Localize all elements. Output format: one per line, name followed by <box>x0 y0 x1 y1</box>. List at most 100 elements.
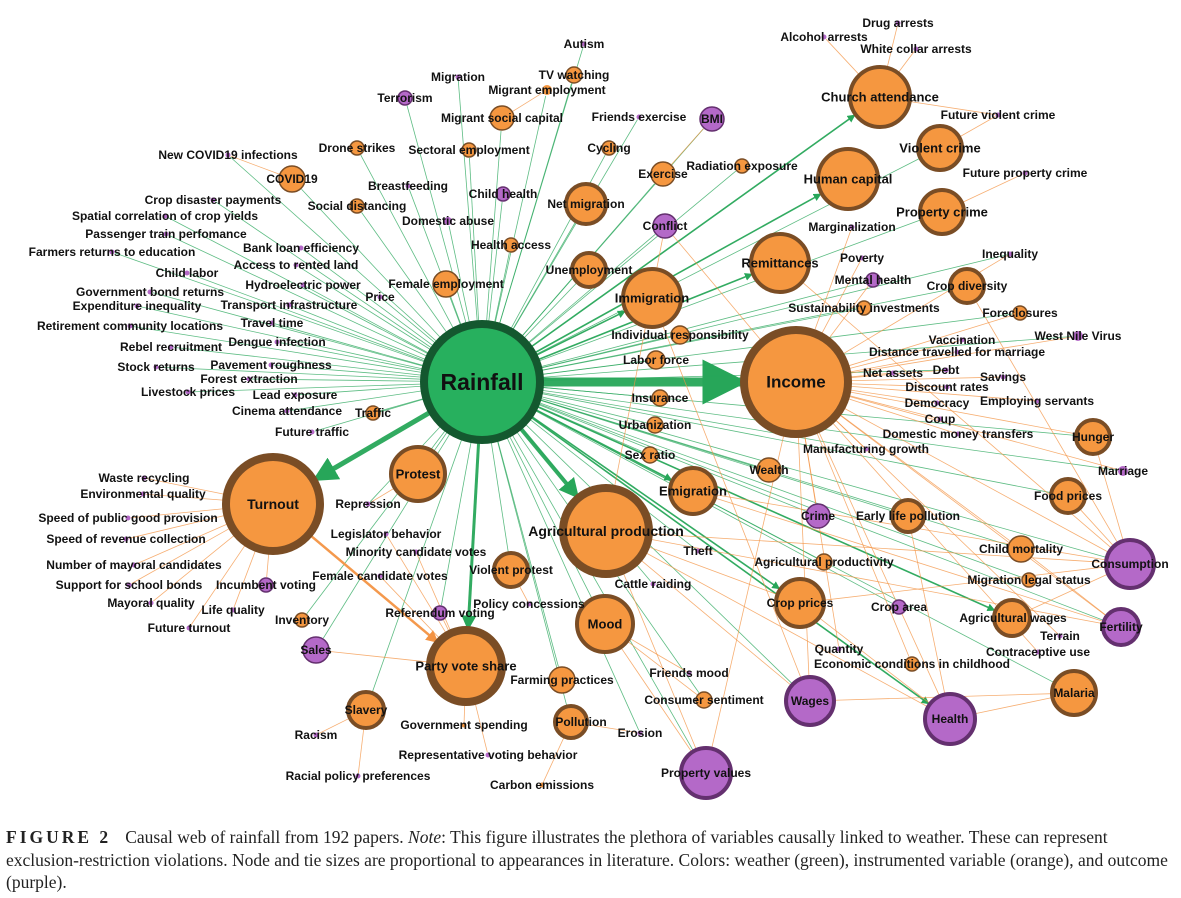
node-circle-church <box>848 65 912 129</box>
node-circle-traveltime <box>269 320 275 326</box>
node-futureviolent: Future violent crime <box>941 108 1056 122</box>
node-retirement: Retirement community locations <box>37 319 223 333</box>
edge-turnout-partyvote <box>308 533 439 644</box>
node-coup: Coup <box>925 412 956 426</box>
edge-agprod-wages <box>638 558 792 686</box>
node-circle-farmersreturns <box>109 249 115 255</box>
node-label-econcond: Economic conditions in childhood <box>814 657 1010 671</box>
edge-rainfall-autism <box>498 46 584 327</box>
edge-rainfall-cinema <box>289 390 425 411</box>
node-circle-rebel <box>168 344 174 350</box>
node-circle-conflict <box>652 213 678 239</box>
node-circle-price <box>377 294 383 300</box>
node-label-friendsmood: Friends mood <box>649 666 728 680</box>
node-distmarriage: Distance travelled for marriage <box>869 345 1045 359</box>
edge-income-wages <box>797 433 810 677</box>
node-partyvote: Party vote share <box>415 626 517 706</box>
edge-rainfall-leadexp <box>297 385 425 396</box>
node-agprod: Agricultural production <box>528 484 684 578</box>
node-label-rainfall: Rainfall <box>440 369 523 395</box>
node-label-netmig: Net migration <box>547 197 624 211</box>
node-label-dengue: Dengue infection <box>228 335 325 349</box>
node-discount: Discount rates <box>905 380 989 394</box>
node-refvoting: Referendum voting <box>385 605 495 621</box>
figure-label: FIGURE 2 <box>6 827 112 847</box>
node-circle-sustinv <box>856 300 872 316</box>
edge-rainfall-wealth <box>537 398 757 467</box>
edge-rainfall-farming <box>496 437 559 667</box>
edge-rainfall-erosion <box>505 434 640 731</box>
node-circle-expineq <box>134 303 140 309</box>
node-circle-leadexp <box>292 392 298 398</box>
node-circle-insurance <box>651 389 669 407</box>
edge-layer <box>114 25 1124 783</box>
edge-rainfall-miglegal <box>536 401 1022 578</box>
edge-income-hunger <box>847 391 1076 435</box>
node-circle-migsoc <box>489 105 515 131</box>
node-femalecand: Female candidate votes <box>312 569 448 583</box>
node-circle-schoolbonds <box>126 582 132 588</box>
edge-cropdiv-consumption <box>975 300 1118 543</box>
node-circle-earlylife <box>890 498 926 534</box>
node-hunger: Hunger <box>1072 418 1114 456</box>
edge-pollution-carbon <box>542 736 565 783</box>
node-label-earlylife: Early life pollution <box>856 509 960 523</box>
node-label-livestock: Livestock prices <box>141 385 235 399</box>
node-circle-agprod <box>559 484 653 578</box>
node-circle-futureproperty <box>1022 170 1028 176</box>
node-label-wages: Wages <box>791 694 830 708</box>
edge-cropprices-health <box>818 617 930 704</box>
edge-partyvote-sales <box>329 651 431 663</box>
node-circle-crime <box>805 503 831 529</box>
node-westnile: West Nile Virus <box>1035 329 1122 343</box>
edge-income-conflict <box>673 235 763 343</box>
node-dronestrikes: Drone strikes <box>319 140 396 156</box>
node-propvalues: Property values <box>661 746 751 800</box>
node-label-price: Price <box>365 290 395 304</box>
edge-income-consumption <box>841 406 1109 553</box>
edge-rainfall-farmersreturns <box>114 252 428 364</box>
node-label-lifequality: Life quality <box>201 603 265 617</box>
edge-income-quantity <box>803 433 839 647</box>
node-circle-urban <box>646 416 664 434</box>
node-bmi: BMI <box>699 106 725 132</box>
node-label-cattle: Cattle raiding <box>615 577 692 591</box>
node-label-health: Health <box>932 712 969 726</box>
node-label-migration: Migration <box>431 70 485 84</box>
node-sectemp: Sectoral employment <box>408 142 530 158</box>
node-label-sales: Sales <box>300 643 332 657</box>
node-label-futureturnout: Future turnout <box>148 621 231 635</box>
edge-rainfall-marriage <box>539 389 1118 471</box>
edge-rainfall-govbond <box>152 292 427 368</box>
edge-income-dommoney <box>845 397 956 434</box>
edge-income-childmort <box>837 412 1010 541</box>
edge-rainfall-emig <box>533 407 673 481</box>
node-label-alcoholarrests: Alcohol arrests <box>780 30 868 44</box>
node-circle-unemp <box>570 251 608 289</box>
node-label-breastfeeding: Breastfeeding <box>368 179 448 193</box>
edge-propcrime-futureproperty <box>961 173 1023 204</box>
node-wealth: Wealth <box>749 457 789 483</box>
edge-rainfall-inequality <box>538 254 1008 369</box>
node-traffic: Traffic <box>355 405 391 421</box>
edge-income-vaccination <box>846 340 960 370</box>
node-label-childlabor: Child labor <box>156 266 219 280</box>
edge-income-debt <box>847 369 944 379</box>
edge-turnout-nummayoral <box>136 522 231 565</box>
node-circle-cattle <box>650 581 656 587</box>
node-circle-newcovid <box>225 152 231 158</box>
node-label-futuretraffic: Future traffic <box>275 425 349 439</box>
node-label-rebel: Rebel recruitment <box>120 340 222 354</box>
node-circle-propvalues <box>679 746 733 800</box>
node-label-erosion: Erosion <box>618 726 663 740</box>
node-agprodty: Agricultural productivity <box>754 553 894 571</box>
edge-rainfall-migration <box>457 79 478 325</box>
node-circle-incvoting <box>258 577 274 593</box>
edge-agprod-cropprices <box>646 545 777 595</box>
node-label-pavement: Pavement roughness <box>210 358 332 372</box>
node-label-spatialcorr: Spatial correlation of crop yields <box>72 209 258 223</box>
edge-partyvote-repvoting <box>474 700 488 753</box>
node-label-migsoc: Migrant social capital <box>441 111 563 125</box>
node-circle-violentcrime <box>916 124 964 172</box>
